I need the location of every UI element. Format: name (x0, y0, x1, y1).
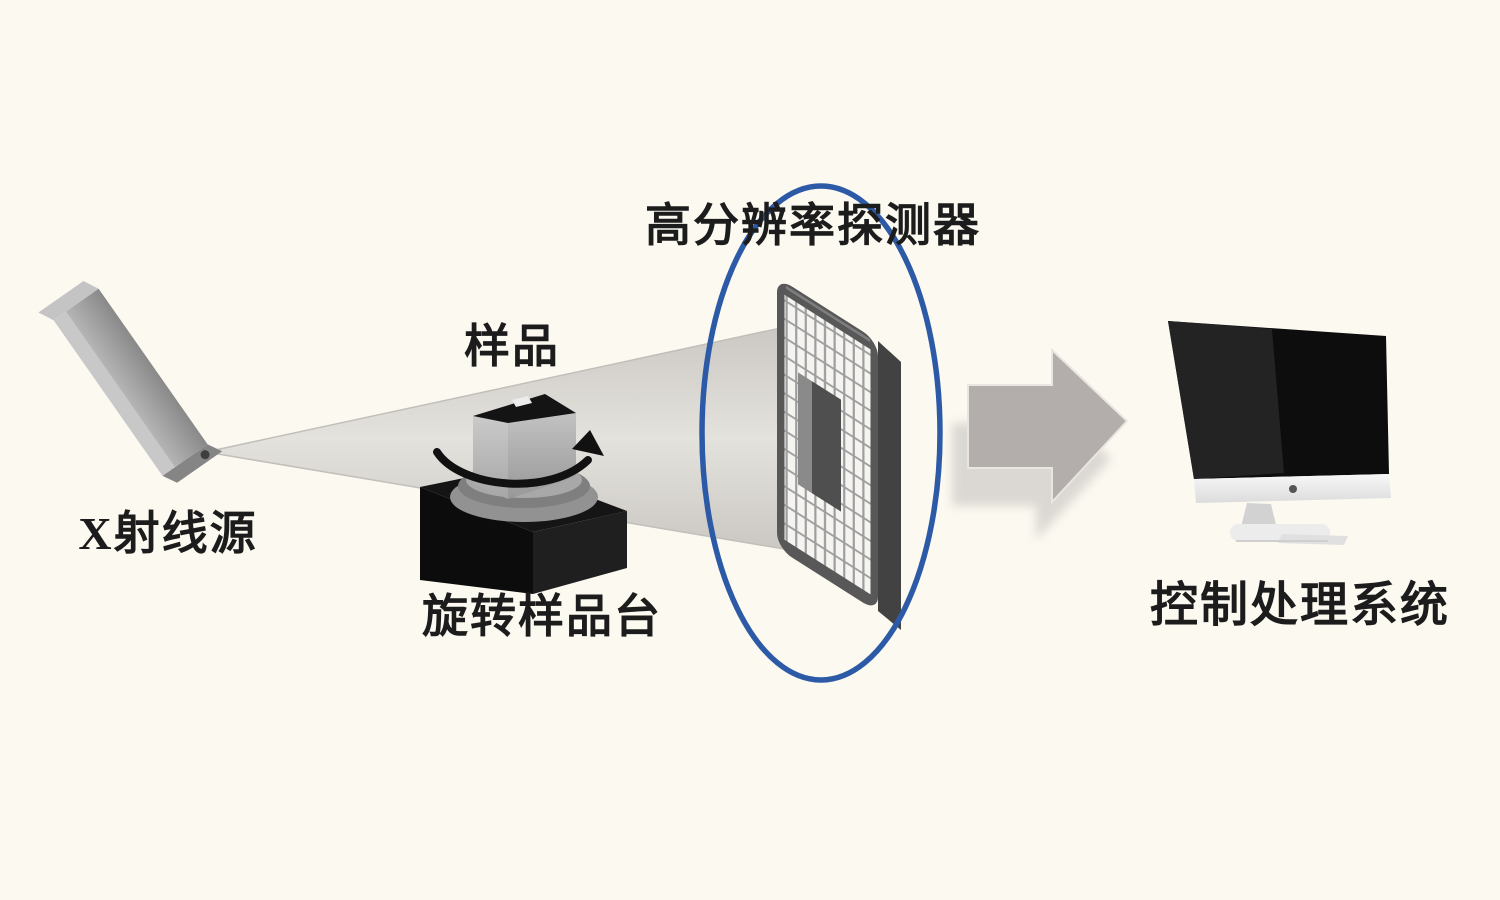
detector-side-face (878, 341, 901, 630)
detector-frame-bevel (786, 285, 870, 343)
computer-monitor (1168, 321, 1391, 545)
xray-source (38, 280, 223, 483)
label-rotation-stage: 旋转样品台 (422, 591, 662, 642)
xray-source-left-face (53, 311, 175, 476)
flow-arrow-icon (967, 347, 1129, 505)
stage-right-face (533, 511, 627, 594)
highlight-ellipse (699, 183, 943, 683)
sample-top-face (473, 394, 576, 423)
monitor-stand (1241, 503, 1277, 529)
rotation-arrow-icon (433, 430, 604, 488)
sample-projection (812, 381, 841, 512)
keyboard (1278, 534, 1348, 545)
stage-front-face (420, 487, 533, 594)
monitor-screen-reflection (1168, 321, 1284, 479)
label-xray-source: X射线源 (78, 508, 257, 559)
logo-dot (1289, 485, 1297, 493)
sample-projection-penumbra (798, 372, 812, 494)
label-sample: 样品 (464, 321, 560, 372)
detector-panel (777, 283, 901, 630)
xray-source-top-cap (38, 280, 99, 321)
emission-point (200, 450, 210, 460)
label-detector: 高分辨率探测器 (645, 200, 981, 251)
label-control-system: 控制处理系统 (1150, 579, 1450, 632)
xray-source-front-face (65, 288, 208, 468)
sample-top-slot (512, 396, 532, 407)
